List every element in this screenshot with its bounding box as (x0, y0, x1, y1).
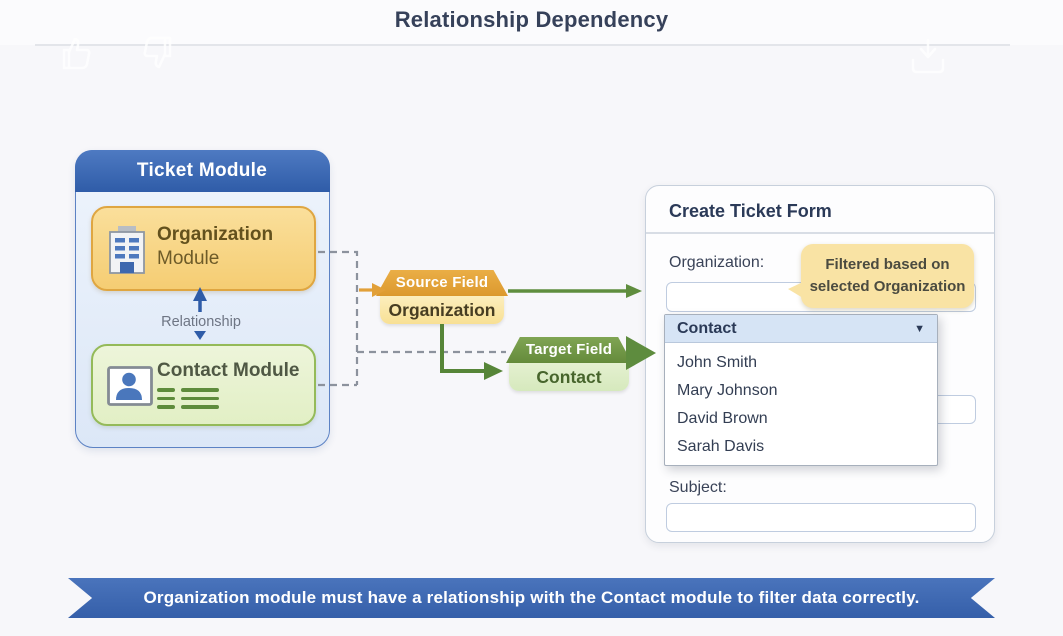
page-title: Relationship Dependency (394, 7, 669, 32)
info-banner-text: Organization module must have a relation… (143, 588, 920, 607)
contact-dropdown-header[interactable]: Contact ▼ (665, 315, 937, 343)
target-field-ribbon: Target Field (506, 337, 632, 363)
source-field-value: Organization (380, 296, 504, 324)
dropdown-selected-value: Contact (677, 319, 737, 337)
caret-down-icon[interactable]: ▼ (914, 322, 925, 335)
top-strip (0, 0, 1063, 45)
subject-input[interactable] (666, 503, 976, 532)
contact-module-card: Contact Module (91, 344, 316, 426)
ticket-module-header: Ticket Module (74, 149, 330, 192)
create-ticket-form: Create Ticket Form Organization: Filtere… (645, 185, 995, 543)
target-field-value: Contact (509, 363, 629, 391)
tooltip-line1: Filtered based on (825, 256, 950, 274)
contact-module-label: Contact Module (157, 360, 300, 381)
relationship-label: Relationship (161, 314, 241, 330)
building-icon (107, 225, 147, 280)
dropdown-option-sarah-davis[interactable]: Sarah Davis (677, 438, 765, 455)
organization-module-sublabel: Module (157, 247, 220, 269)
download-icon (911, 38, 945, 74)
organization-field-label: Organization: (669, 254, 765, 271)
organization-module-card: Organization Module (91, 206, 316, 291)
tooltip-tail (788, 282, 803, 298)
form-title: Create Ticket Form (669, 201, 832, 221)
filter-tooltip: Filtered based on selected Organization (788, 244, 974, 308)
contact-list-lines (157, 388, 219, 414)
thumbs-up-icon (62, 37, 91, 70)
source-field-ribbon: Source Field (376, 270, 508, 296)
thumbs-down-icon (143, 36, 172, 69)
top-divider (35, 44, 1010, 46)
contact-dropdown: Contact ▼ John Smith Mary Johnson David … (664, 314, 938, 466)
tooltip-line2: selected Organization (809, 278, 966, 295)
source-to-target-arrow-head (484, 362, 503, 380)
ticket-module-panel: Ticket Module Organization Module (74, 149, 330, 448)
contact-card-icon (107, 366, 153, 411)
source-to-form-arrow-head (626, 284, 642, 298)
info-banner: Organization module must have a relation… (68, 578, 995, 618)
dropdown-option-david-brown[interactable]: David Brown (677, 410, 768, 427)
organization-module-label: Organization (157, 224, 274, 245)
dropdown-option-mary-johnson[interactable]: Mary Johnson (677, 382, 778, 399)
subject-field-label: Subject: (669, 479, 727, 496)
dropdown-options: John Smith Mary Johnson David Brown Sara… (665, 343, 937, 461)
form-divider (646, 232, 994, 234)
dropdown-option-john-smith[interactable]: John Smith (677, 354, 758, 371)
source-to-target-elbow (440, 324, 484, 373)
